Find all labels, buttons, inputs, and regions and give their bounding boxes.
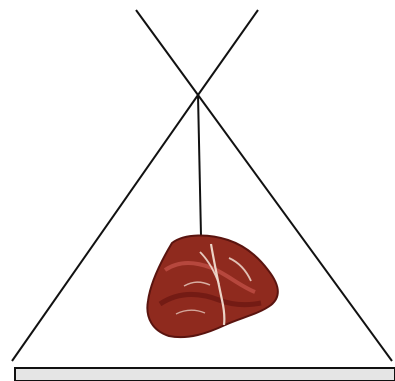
base-platform [15, 368, 395, 381]
tripod-leg-right-top [198, 10, 258, 95]
tripod-leg-left-top [136, 10, 198, 95]
meat-chunk [147, 235, 278, 337]
hanging-string [198, 95, 201, 236]
